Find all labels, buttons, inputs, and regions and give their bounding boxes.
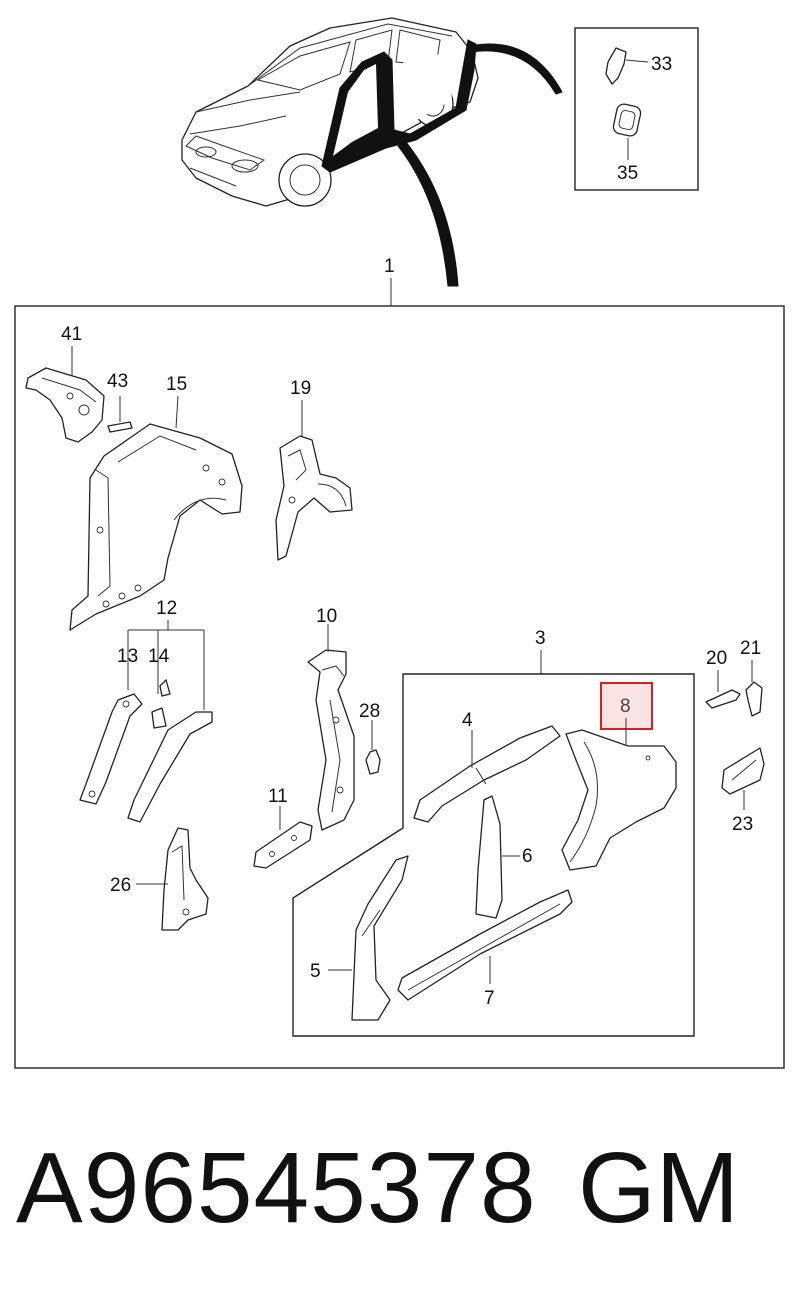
car-illustration <box>181 17 563 287</box>
bracket-12 <box>127 620 205 710</box>
callout-1: 1 <box>384 256 395 277</box>
part-23 <box>721 747 765 810</box>
brand-label: GM <box>578 1132 740 1244</box>
callout-4: 4 <box>462 710 473 731</box>
part-19 <box>275 400 353 561</box>
part-28 <box>365 720 381 775</box>
part-number: A96545378 <box>16 1132 537 1244</box>
part-11 <box>253 806 313 869</box>
callout-33: 33 <box>651 54 672 75</box>
callout-8: 8 <box>620 696 631 717</box>
callout-20: 20 <box>706 648 727 669</box>
assembly-box <box>14 305 785 1069</box>
part-15 <box>69 395 243 631</box>
callout-41: 41 <box>61 324 82 345</box>
part-10 <box>307 624 355 831</box>
part-12 <box>127 711 213 823</box>
inset-box <box>574 27 699 191</box>
callout-5: 5 <box>310 961 321 982</box>
part-8 <box>561 729 677 871</box>
part-5 <box>328 855 409 1021</box>
part-13 <box>79 693 143 805</box>
callout-35: 35 <box>617 163 638 184</box>
callout-15: 15 <box>166 374 187 395</box>
callout-7: 7 <box>484 988 495 1009</box>
part-14 <box>151 679 171 729</box>
part-4 <box>413 725 561 823</box>
exploded-parts-diagram: 33 35 1 41 43 15 19 <box>14 17 785 1069</box>
part-41 <box>25 346 105 443</box>
subassembly-box <box>292 673 695 1037</box>
callout-19: 19 <box>290 378 311 399</box>
part-43 <box>107 396 133 433</box>
callout-21: 21 <box>740 638 761 659</box>
callout-6: 6 <box>522 846 533 867</box>
part-21 <box>745 660 763 717</box>
callout-28: 28 <box>359 701 380 722</box>
part-6 <box>475 795 520 919</box>
callout-26: 26 <box>110 875 131 896</box>
part-7 <box>397 889 573 1001</box>
callout-14: 14 <box>148 646 170 667</box>
callout-43: 43 <box>107 371 128 392</box>
callout-13: 13 <box>117 646 138 667</box>
part-26 <box>136 827 209 931</box>
callout-3: 3 <box>535 628 546 649</box>
callout-11: 11 <box>268 786 288 807</box>
part-20 <box>705 670 741 709</box>
callout-23: 23 <box>732 814 753 835</box>
callout-12: 12 <box>156 598 177 619</box>
callout-10: 10 <box>316 606 337 627</box>
